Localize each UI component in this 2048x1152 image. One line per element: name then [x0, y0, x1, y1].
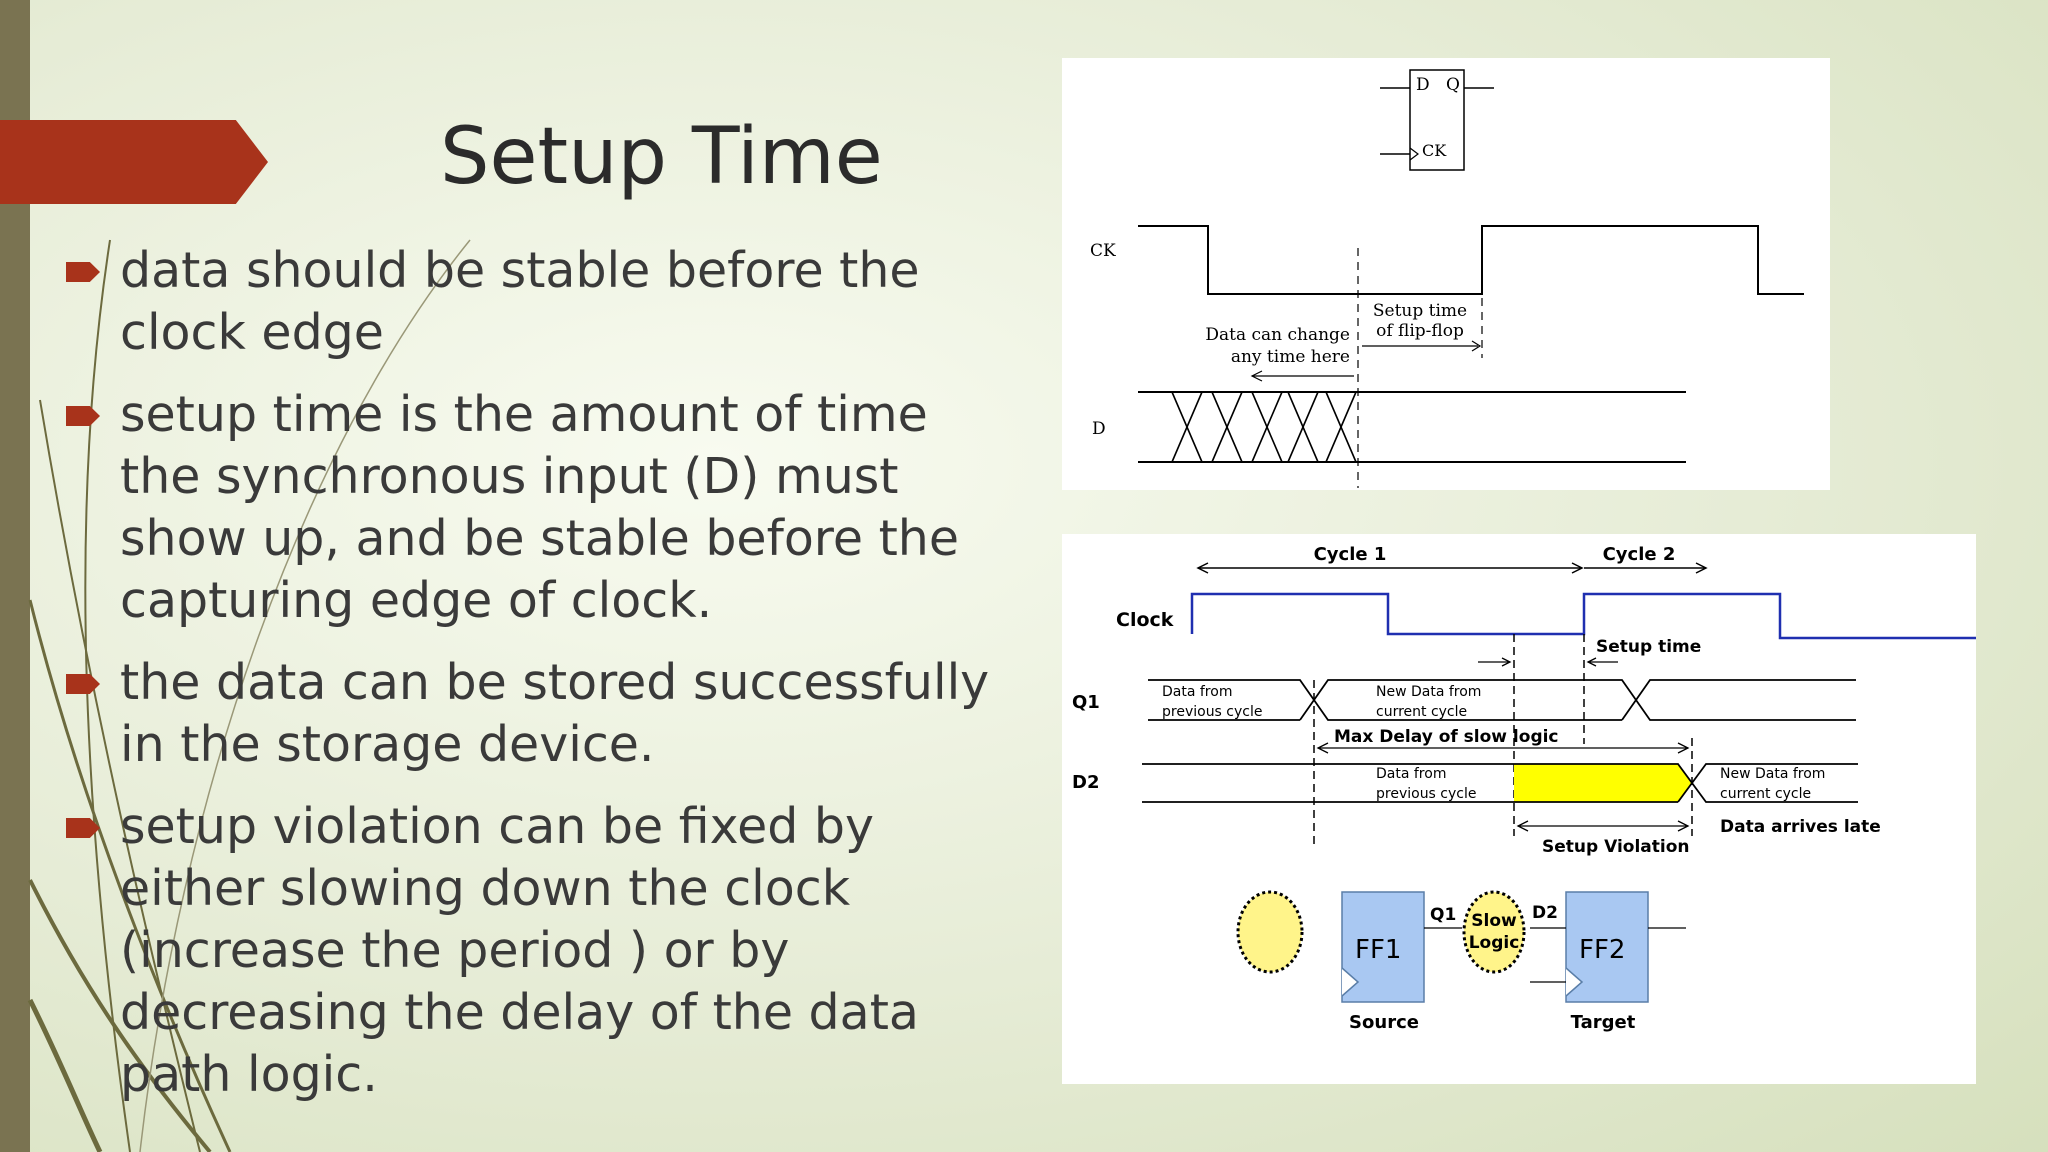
- d-signal-label: D: [1092, 419, 1106, 439]
- ff-ck-label: CK: [1422, 141, 1447, 160]
- d2-new-1: New Data from: [1720, 766, 1825, 782]
- arrow-right-icon: [1471, 340, 1482, 352]
- target-label: Target: [1571, 1012, 1636, 1033]
- ff-d-label: D: [1416, 75, 1430, 95]
- note-data-change-2: any time here: [1231, 347, 1350, 367]
- ff2-label: FF2: [1579, 935, 1625, 965]
- setup-time-waveform: D Q CK CK Data can change any time here …: [1090, 69, 1804, 488]
- violation-highlight: [1514, 764, 1692, 802]
- title-accent-arrow: [0, 120, 268, 204]
- ff-q-label: Q: [1446, 75, 1460, 95]
- bullet-item: setup time is the amount of time the syn…: [60, 384, 1000, 632]
- cycle1-label: Cycle 1: [1314, 544, 1387, 565]
- slow-logic-1: Slow: [1471, 911, 1517, 931]
- bullet-list: data should be stable before the clock e…: [60, 240, 1000, 1126]
- clock-waveform: [1190, 592, 1976, 640]
- source-label: Source: [1349, 1012, 1419, 1033]
- slow-logic-2: Logic: [1469, 933, 1520, 953]
- ck-waveform: [1138, 225, 1804, 295]
- bullet-text: data should be stable before the clock e…: [120, 242, 920, 361]
- d2-new-2: current cycle: [1720, 786, 1811, 802]
- setup-time-diagram: D Q CK CK Data can change any time here …: [1062, 58, 1830, 490]
- slow-logic-icon: [1462, 890, 1526, 974]
- cycle2-label: Cycle 2: [1603, 544, 1676, 565]
- q1-new-1: New Data from: [1376, 684, 1481, 700]
- ff2-clock-icon: [1565, 967, 1584, 997]
- ck-signal-label: CK: [1090, 241, 1116, 261]
- bullet-text: the data can be stored successfully in t…: [120, 654, 990, 773]
- arrow-bullet-icon: [66, 674, 100, 694]
- setup-violation-label: Setup Violation: [1542, 837, 1690, 857]
- slide-title: Setup Time: [440, 112, 883, 202]
- d-transition-marks: [1171, 391, 1357, 463]
- q1-wire-label: Q1: [1430, 905, 1456, 925]
- data-late-label: Data arrives late: [1720, 817, 1881, 837]
- d2-prev-2: previous cycle: [1376, 786, 1477, 802]
- q1-prev-2: previous cycle: [1162, 704, 1263, 720]
- ff1-clock-icon: [1341, 967, 1360, 997]
- ff1-label: FF1: [1355, 935, 1401, 965]
- d2-bus: [1142, 763, 1858, 803]
- bullet-text: setup violation can be fixed by either s…: [120, 798, 919, 1103]
- clock-source-icon: [1236, 890, 1304, 974]
- flip-flop-box: [1409, 69, 1465, 171]
- d2-signal-label: D2: [1072, 772, 1099, 793]
- clock-signal-label: Clock: [1116, 609, 1174, 631]
- setup-violation-diagram: Cycle 1 Cycle 2 Clock Setup time Q1 Data…: [1062, 534, 1976, 1084]
- bullet-item: data should be stable before the clock e…: [60, 240, 1000, 364]
- bullet-item: setup violation can be fixed by either s…: [60, 796, 1000, 1106]
- arrow-bullet-icon: [66, 262, 100, 282]
- note-setup-time-1: Setup time: [1373, 301, 1467, 321]
- max-delay-label: Max Delay of slow logic: [1334, 727, 1559, 747]
- note-setup-time-2: of flip-flop: [1376, 321, 1464, 341]
- d2-wire-label: D2: [1532, 903, 1558, 923]
- q1-signal-label: Q1: [1072, 692, 1100, 713]
- q1-bus: [1148, 679, 1856, 721]
- arrow-bullet-icon: [66, 818, 100, 838]
- bullet-text: setup time is the amount of time the syn…: [120, 386, 960, 629]
- bullet-item: the data can be stored successfully in t…: [60, 652, 1000, 776]
- setup-violation-waveform: Cycle 1 Cycle 2 Clock Setup time Q1 Data…: [1072, 544, 1976, 1033]
- setup-time-label: Setup time: [1596, 637, 1701, 657]
- q1-new-2: current cycle: [1376, 704, 1467, 720]
- q1-prev-1: Data from: [1162, 684, 1232, 700]
- arrow-left-icon: [1250, 370, 1263, 382]
- clock-input-icon: [1409, 147, 1419, 161]
- arrow-bullet-icon: [66, 406, 100, 426]
- d2-prev-1: Data from: [1376, 766, 1446, 782]
- note-data-change-1: Data can change: [1205, 325, 1350, 345]
